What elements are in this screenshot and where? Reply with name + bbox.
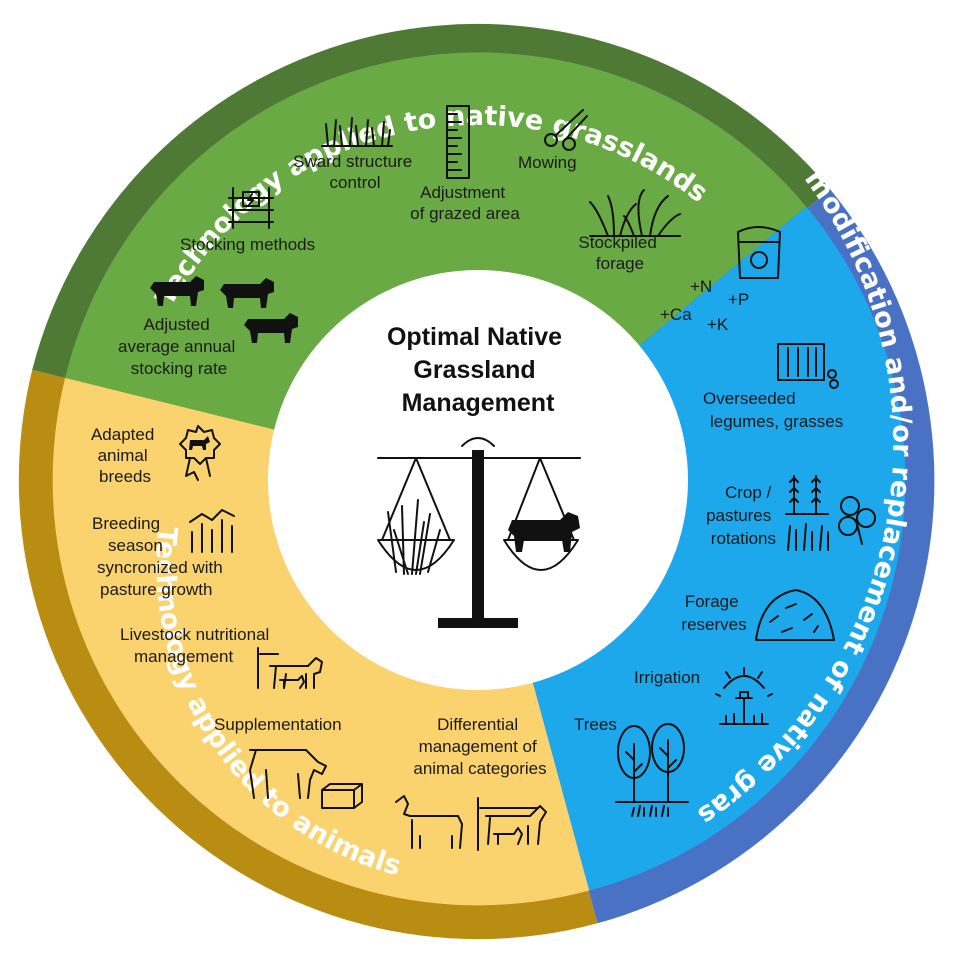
sector-grasslands: [65, 52, 807, 480]
sprinkler-icon: [715, 667, 773, 725]
center-title-line-2: Grassland: [413, 356, 535, 384]
cow-icon: [220, 278, 274, 308]
fertilizer-bag-icon: [737, 226, 781, 279]
label-supplementation: Supplementation: [214, 715, 342, 734]
label-forage-reserves: Forage reserves: [681, 592, 746, 634]
label-stocking-methods: Stocking methods: [180, 235, 315, 254]
grass-icon: [321, 117, 393, 147]
electric-fence-icon: [228, 187, 274, 229]
center-title: Optimal Native Grassland Management: [387, 323, 569, 417]
tree-icon: [615, 723, 689, 817]
scissors-icon: [544, 109, 588, 151]
label-stocking-rate: Adjusted average annual stocking rate: [118, 315, 240, 378]
sector-modification: [478, 206, 906, 891]
cow-icon: [150, 276, 204, 306]
feed-box-icon: [321, 783, 363, 809]
label-sward-structure: Sward structure control: [293, 152, 417, 192]
label-breeding-season: Breeding season syncronized with pasture…: [92, 514, 227, 599]
center-title-line-3: Management: [402, 389, 555, 417]
label-irrigation: Irrigation: [634, 668, 700, 687]
label-stockpiled-forage: Stockpiled forage: [578, 233, 661, 273]
grass-tuft-icon: [589, 189, 681, 237]
ruler-icon: [446, 105, 470, 179]
balance-scale-icon: [377, 437, 581, 628]
label-crop-rotations: Crop / pastures rotations: [706, 483, 776, 548]
feeding-cows-icon: [257, 647, 323, 689]
cow-in-scale-icon: [508, 512, 580, 552]
label-adjustment-grazed-area: Adjustment of grazed area: [410, 183, 520, 223]
label-adapted-breeds: Adapted animal breeds: [91, 425, 159, 486]
label-trees: Trees: [574, 715, 617, 734]
hay-pile-icon: [755, 589, 835, 641]
crop-plants-icon: [785, 475, 829, 515]
center-title-line-1: Optimal Native: [387, 323, 562, 351]
bar-chart-icon: [189, 509, 235, 553]
clover-icon: [838, 496, 876, 545]
cow-eating-icon: [249, 749, 327, 799]
label-overseeded: Overseeded legumes, grasses: [703, 389, 843, 431]
label-mowing: Mowing: [518, 153, 577, 172]
grass-in-scale-icon: [387, 499, 441, 575]
seed-tray-icon: [777, 343, 839, 389]
cow-icon: [244, 313, 298, 343]
grass-icon: [787, 523, 829, 551]
medal-icon: [179, 425, 221, 481]
label-nutritional-management: Livestock nutritional management: [120, 625, 274, 666]
animal-categories-icon: [395, 795, 547, 851]
label-nutrients: +N +P +Ca +K: [660, 277, 754, 334]
label-differential-management: Differential management of animal catego…: [413, 715, 546, 778]
